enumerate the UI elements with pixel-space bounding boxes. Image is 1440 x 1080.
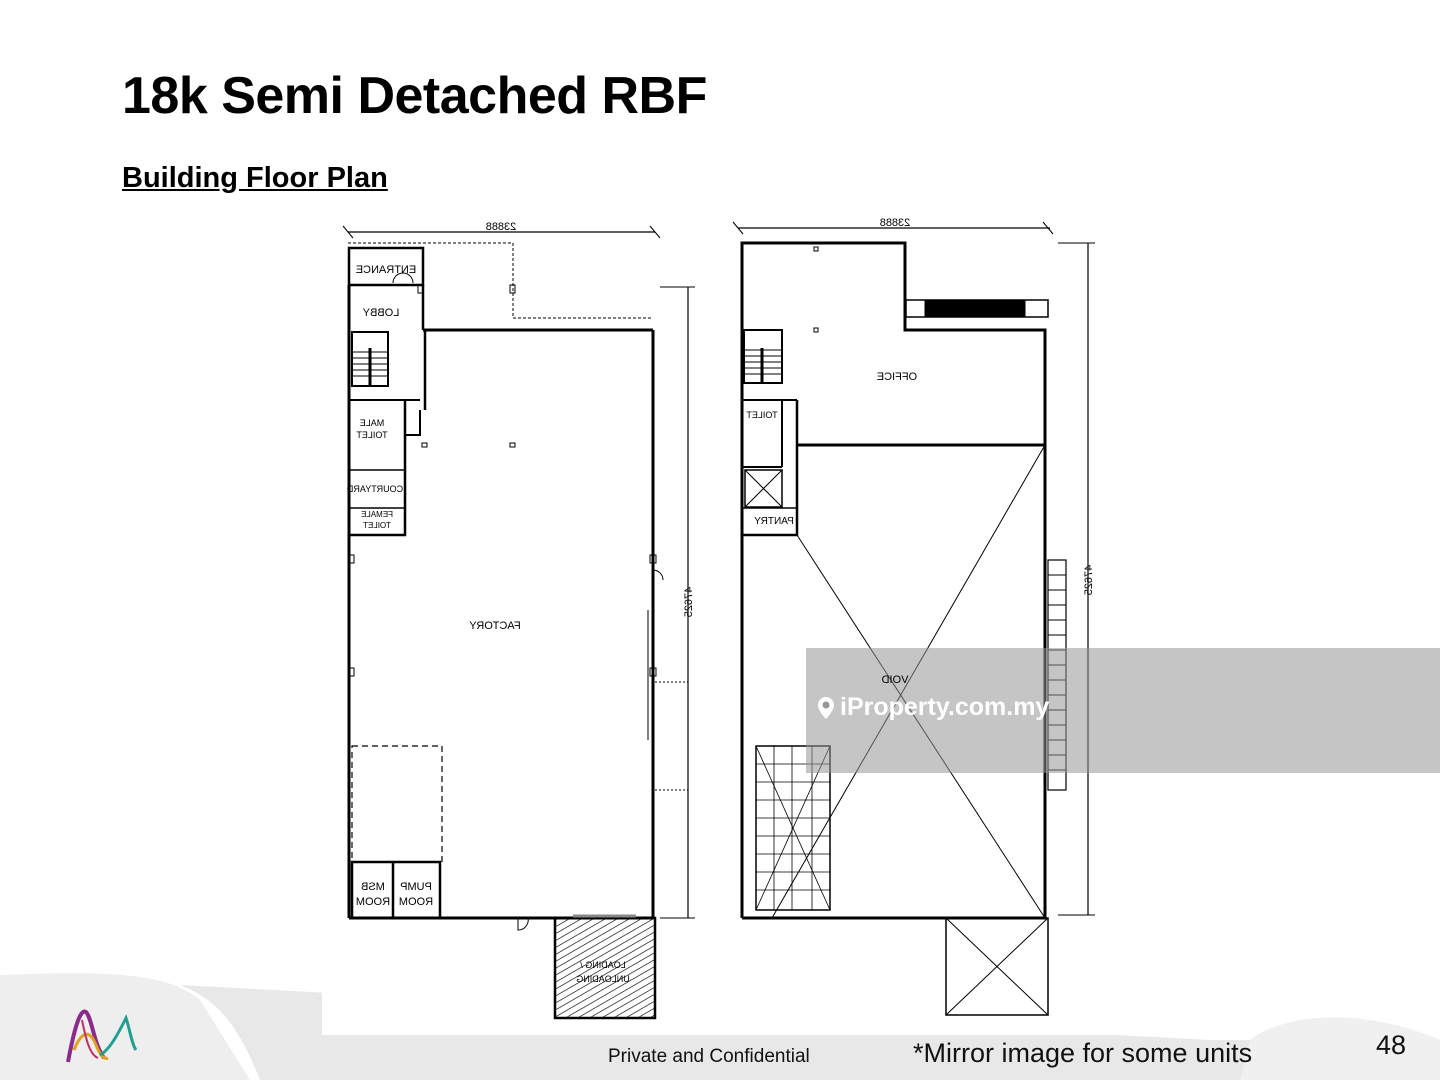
watermark-text: iProperty.com.my <box>840 693 1050 721</box>
room-label-factory: FACTORY <box>469 620 521 632</box>
room-label-void: VOID <box>881 674 909 686</box>
room-label-loading: LOADING / <box>580 960 626 970</box>
room-label-pump: PUMP <box>400 881 432 893</box>
room-label-female-toilet: FEMALE <box>361 510 393 519</box>
footer-confidential: Private and Confidential <box>608 1046 810 1067</box>
watermark-band <box>806 648 1440 773</box>
room-label-entrance: ENTRANCE <box>356 264 417 276</box>
first-floor-plan <box>732 221 1095 1016</box>
room-label-male-toilet: MALE <box>360 418 385 428</box>
room-label-msb-2: ROOM <box>356 896 390 908</box>
company-logo <box>66 1009 138 1063</box>
slide-subtitle: Building Floor Plan <box>122 162 388 194</box>
ground-length-dimension: 47625 <box>683 587 695 618</box>
room-label-msb: MSB <box>361 881 385 893</box>
location-pin-icon <box>818 696 834 719</box>
room-label-pump-2: ROOM <box>399 896 433 908</box>
room-label-office: OFFICE <box>877 371 917 383</box>
ground-floor-plan <box>342 225 695 1020</box>
watermark: iProperty.com.my <box>816 693 1049 722</box>
room-label-toilet: TOILET <box>746 410 778 420</box>
room-label-female-toilet-2: TOILET <box>363 521 391 530</box>
ground-width-dimension: 23888 <box>486 221 517 233</box>
room-label-courtyard: COURTYARD <box>346 484 403 494</box>
first-length-dimension: 47625 <box>1083 565 1095 596</box>
first-width-dimension: 23888 <box>880 217 911 229</box>
room-label-male-toilet-2: TOILET <box>356 430 388 440</box>
room-label-loading-2: UNLOADING <box>576 974 630 984</box>
room-label-pantry: PANTRY <box>754 516 794 527</box>
page-number: 48 <box>1376 1030 1407 1060</box>
slide-title: 18k Semi Detached RBF <box>122 67 707 125</box>
room-label-lobby: LOBBY <box>362 307 399 319</box>
footer-note: *Mirror image for some units <box>913 1038 1253 1068</box>
